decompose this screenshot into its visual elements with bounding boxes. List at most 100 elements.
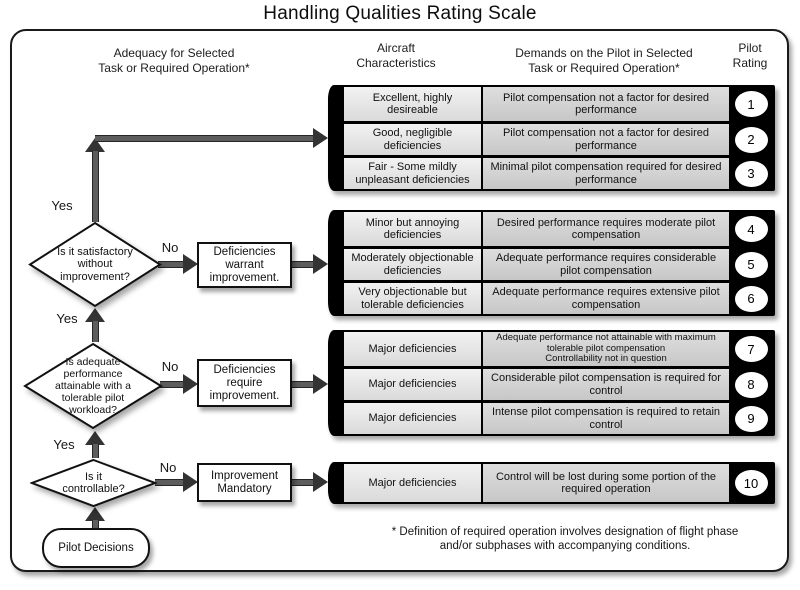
flow-line bbox=[92, 520, 99, 529]
rating-cell: 1 bbox=[729, 87, 773, 121]
arrow-right-icon bbox=[313, 374, 328, 394]
rating-badge: 8 bbox=[734, 371, 768, 398]
flow-line bbox=[92, 151, 99, 222]
decision-satisfactory: Is it satisfactory without improvement? bbox=[28, 221, 162, 308]
decision-controllable: Is it controllable? bbox=[30, 458, 157, 508]
table-row: Excellent, highly desireable Pilot compe… bbox=[344, 87, 773, 121]
pilot-demands-cell: Adequate performance requires extensive … bbox=[481, 283, 729, 314]
arrow-up-icon bbox=[85, 431, 105, 445]
rating-cell: 4 bbox=[729, 212, 773, 246]
rating-block-1-3: Excellent, highly desireable Pilot compe… bbox=[328, 85, 775, 191]
no-label: No bbox=[161, 359, 179, 374]
pilot-demands-cell: Control will be lost during some portion… bbox=[481, 464, 729, 502]
rating-badge: 7 bbox=[734, 336, 768, 362]
column-header-pilot-rating: Pilot Rating bbox=[732, 41, 768, 70]
footnote: * Definition of required operation invol… bbox=[391, 526, 739, 552]
rating-cell: 3 bbox=[729, 158, 773, 189]
decision-question: Is adequate performance attainable with … bbox=[55, 356, 131, 416]
table-row: Major deficiencies Control will be lost … bbox=[344, 464, 773, 502]
aircraft-characteristics-cell: Major deficiencies bbox=[344, 369, 481, 400]
arrow-right-icon bbox=[183, 254, 198, 274]
rating-cell: 9 bbox=[729, 403, 773, 434]
rating-block-7-9: Major deficiencies Adequate performance … bbox=[328, 330, 775, 436]
rating-cell: 7 bbox=[729, 332, 773, 366]
rating-block-4-6: Minor but annoying deficiencies Desired … bbox=[328, 210, 775, 316]
flow-line bbox=[292, 261, 315, 268]
rating-cell: 2 bbox=[729, 124, 773, 155]
table-row: Major deficiencies Intense pilot compens… bbox=[344, 400, 773, 434]
aircraft-characteristics-cell: Minor but annoying deficiencies bbox=[344, 212, 481, 246]
pilot-demands-cell: Considerable pilot compensation is requi… bbox=[481, 369, 729, 400]
aircraft-characteristics-cell: Very objectionable but tolerable deficie… bbox=[344, 283, 481, 314]
decision-question: Is it controllable? bbox=[62, 470, 125, 496]
table-row: Moderately objectionable deficiencies Ad… bbox=[344, 246, 773, 280]
diamond-shape bbox=[30, 458, 157, 508]
pilot-demands-cell: Intense pilot compensation is required t… bbox=[481, 403, 729, 434]
yes-label: Yes bbox=[51, 198, 73, 213]
pilot-demands-cell: Adequate performance requires considerab… bbox=[481, 249, 729, 280]
action-deficiencies-require-improvement: Deficiencies require improvement. bbox=[197, 359, 292, 407]
aircraft-characteristics-cell: Excellent, highly desireable bbox=[344, 87, 481, 121]
table-row: Good, negligible deficiencies Pilot comp… bbox=[344, 121, 773, 155]
pilot-demands-cell: Pilot compensation not a factor for desi… bbox=[481, 87, 729, 121]
flow-line bbox=[92, 444, 99, 458]
column-header-aircraft-characteristics: Aircraft Characteristics bbox=[356, 41, 436, 70]
rating-block-10: Major deficiencies Control will be lost … bbox=[328, 462, 775, 504]
flow-line bbox=[292, 479, 315, 486]
arrow-right-icon bbox=[183, 472, 198, 492]
table-row: Minor but annoying deficiencies Desired … bbox=[344, 212, 773, 246]
rating-cell: 8 bbox=[729, 369, 773, 400]
rating-badge: 2 bbox=[734, 126, 768, 153]
rating-badge: 4 bbox=[734, 216, 768, 242]
table-row: Very objectionable but tolerable deficie… bbox=[344, 280, 773, 314]
table-row: Major deficiencies Considerable pilot co… bbox=[344, 366, 773, 400]
rating-badge: 6 bbox=[734, 285, 768, 312]
pilot-demands-cell: Pilot compensation not a factor for desi… bbox=[481, 124, 729, 155]
arrow-right-icon bbox=[183, 374, 198, 394]
action-improvement-mandatory: Improvement Mandatory bbox=[197, 463, 292, 502]
arrow-right-icon bbox=[313, 128, 328, 148]
flow-line bbox=[158, 261, 186, 268]
rating-cell: 6 bbox=[729, 283, 773, 314]
table-row: Fair - Some mildly unpleasant deficienci… bbox=[344, 155, 773, 189]
column-header-pilot-demands: Demands on the Pilot in Selected Task or… bbox=[515, 46, 693, 75]
page-title: Handling Qualities Rating Scale bbox=[263, 3, 537, 24]
rating-cell: 10 bbox=[729, 464, 773, 502]
column-header-adequacy: Adequacy for Selected Task or Required O… bbox=[98, 46, 250, 75]
pilot-demands-cell: Desired performance requires moderate pi… bbox=[481, 212, 729, 246]
aircraft-characteristics-cell: Major deficiencies bbox=[344, 464, 481, 502]
yes-label: Yes bbox=[53, 437, 75, 452]
no-label: No bbox=[161, 240, 179, 255]
flow-line bbox=[95, 135, 314, 142]
aircraft-characteristics-cell: Major deficiencies bbox=[344, 403, 481, 434]
flow-line bbox=[155, 479, 186, 486]
no-label: No bbox=[159, 460, 177, 475]
flow-line bbox=[292, 381, 315, 388]
aircraft-characteristics-cell: Good, negligible deficiencies bbox=[344, 124, 481, 155]
decision-adequate-performance: Is adequate performance attainable with … bbox=[23, 342, 163, 430]
action-deficiencies-warrant-improvement: Deficiencies warrant improvement. bbox=[197, 242, 292, 288]
rating-cell: 5 bbox=[729, 249, 773, 280]
decision-question: Is it satisfactory without improvement? bbox=[57, 245, 133, 283]
pilot-decisions-node: Pilot Decisions bbox=[42, 528, 150, 568]
flow-line bbox=[160, 381, 186, 388]
rating-badge: 5 bbox=[734, 251, 768, 278]
flow-line bbox=[92, 321, 99, 342]
aircraft-characteristics-cell: Major deficiencies bbox=[344, 332, 481, 366]
pilot-demands-cell: Adequate performance not attainable with… bbox=[481, 332, 729, 366]
diamond-shape bbox=[23, 342, 163, 430]
table-row: Major deficiencies Adequate performance … bbox=[344, 332, 773, 366]
rating-badge: 1 bbox=[734, 91, 768, 117]
arrow-up-icon bbox=[85, 308, 105, 322]
yes-label: Yes bbox=[56, 311, 78, 326]
aircraft-characteristics-cell: Fair - Some mildly unpleasant deficienci… bbox=[344, 158, 481, 189]
arrow-right-icon bbox=[313, 472, 328, 492]
rating-badge: 3 bbox=[734, 160, 768, 187]
aircraft-characteristics-cell: Moderately objectionable deficiencies bbox=[344, 249, 481, 280]
diamond-shape bbox=[28, 221, 162, 308]
arrow-right-icon bbox=[313, 254, 328, 274]
rating-badge: 10 bbox=[734, 470, 768, 496]
pilot-demands-cell: Minimal pilot compensation required for … bbox=[481, 158, 729, 189]
arrow-up-icon bbox=[85, 507, 105, 521]
